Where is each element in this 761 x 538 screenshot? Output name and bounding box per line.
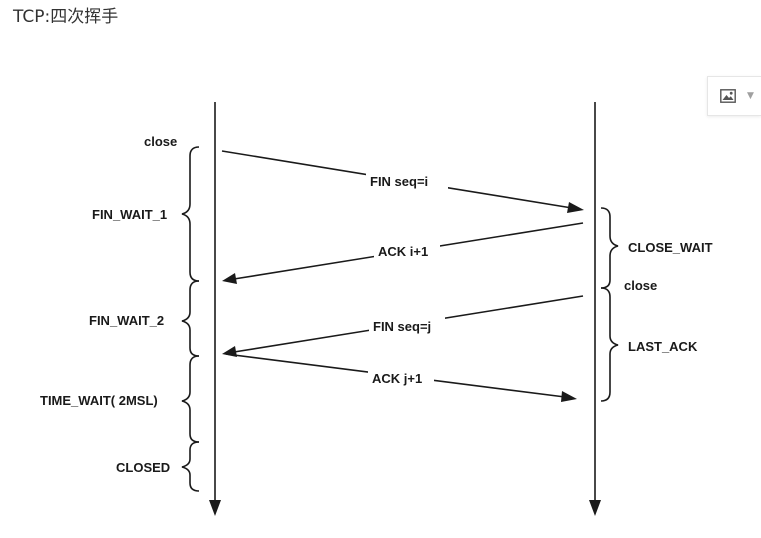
ack1-label: ACK i+1	[378, 244, 428, 259]
ack1-arrowhead	[222, 273, 237, 284]
server-timeline-arrowhead	[589, 500, 601, 516]
caret-down-icon[interactable]: ▼	[747, 91, 754, 101]
ack2-arrowhead	[561, 391, 577, 402]
closed-brace	[181, 441, 200, 492]
fin2-label: FIN seq=j	[373, 319, 431, 334]
ack1-label-bg	[374, 241, 440, 261]
last-ack-brace	[600, 287, 619, 402]
close-wait-brace	[600, 207, 619, 289]
fin-wait-1-label: FIN_WAIT_1	[92, 207, 167, 222]
ack2-label: ACK j+1	[372, 371, 422, 386]
fin-wait-1-brace	[181, 146, 200, 282]
server-close-label: close	[624, 278, 657, 293]
fin-wait-2-brace	[181, 280, 200, 357]
client-timeline-arrowhead	[209, 500, 221, 516]
fin-wait-2-label: FIN_WAIT_2	[89, 313, 164, 328]
time-wait-brace	[181, 355, 200, 443]
image-dropdown-button[interactable]: ▼	[707, 76, 761, 116]
closed-label: CLOSED	[116, 460, 170, 475]
page-title: TCP:四次挥手	[13, 7, 119, 27]
fin1-label: FIN seq=i	[370, 174, 428, 189]
fin2-label-bg	[369, 316, 445, 336]
fin1-arrowhead	[567, 202, 584, 213]
last-ack-label: LAST_ACK	[628, 339, 698, 354]
ack2-label-bg	[368, 368, 434, 388]
fin1-label-bg	[366, 171, 448, 191]
close-wait-label: CLOSE_WAIT	[628, 240, 713, 255]
image-icon	[720, 89, 736, 103]
client-close-label: close	[144, 134, 177, 149]
time-wait-label: TIME_WAIT( 2MSL)	[40, 393, 158, 408]
